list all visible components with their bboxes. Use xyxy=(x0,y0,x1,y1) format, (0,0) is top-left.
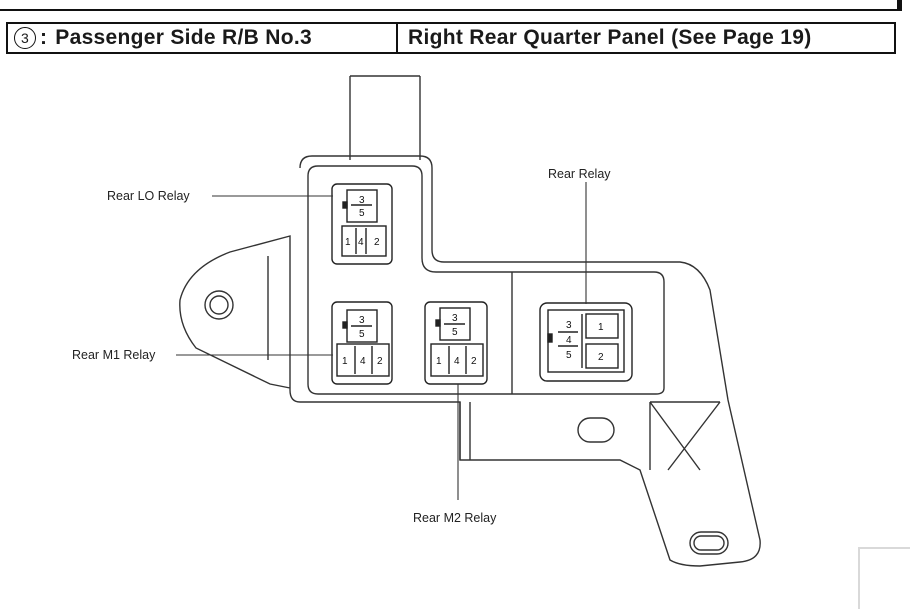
rear-lo-relay-label: Rear LO Relay xyxy=(107,189,190,203)
rear-m2-relay-socket xyxy=(424,301,488,385)
rear-m2-relay-label: Rear M2 Relay xyxy=(413,511,497,525)
rear-m1-relay-socket xyxy=(331,301,393,385)
top-rule xyxy=(0,9,897,11)
rear-relay-pin-3: 3 xyxy=(566,320,572,331)
leader-lines xyxy=(176,182,587,500)
relay-block-outline xyxy=(179,75,761,567)
adjacent-page-bleed xyxy=(858,547,910,609)
rear-m2-pin-4: 4 xyxy=(454,356,460,367)
rear-m1-pin-3: 3 xyxy=(359,315,365,326)
relay-block-location: Right Rear Quarter Panel (See Page 19) xyxy=(408,26,812,49)
rear-relay-socket xyxy=(539,302,633,382)
header-title-cell: 3 : Passenger Side R/B No.3 xyxy=(8,24,398,52)
rear-m2-pin-1: 1 xyxy=(436,356,442,367)
header-separator: : xyxy=(40,26,48,49)
rear-m1-pin-2: 2 xyxy=(377,356,383,367)
rear-m2-pin-5: 5 xyxy=(452,327,458,338)
rear-relay-label: Rear Relay xyxy=(548,167,611,181)
rear-m2-pin-3: 3 xyxy=(452,313,458,324)
rear-relay-pin-1: 1 xyxy=(598,322,604,333)
rear-relay-pin-5: 5 xyxy=(566,350,572,361)
rear-relay-pin-4: 4 xyxy=(566,335,572,346)
rear-m1-pin-4: 4 xyxy=(360,356,366,367)
section-header: 3 : Passenger Side R/B No.3 Right Rear Q… xyxy=(6,22,896,54)
rear-lo-pin-5: 5 xyxy=(359,208,365,219)
rear-lo-pin-3: 3 xyxy=(359,195,365,206)
rear-lo-pin-4: 4 xyxy=(358,237,364,248)
page-corner-mark xyxy=(897,0,902,11)
rear-lo-pin-2: 2 xyxy=(374,237,380,248)
rear-m1-relay-label: Rear M1 Relay xyxy=(72,348,156,362)
rear-m1-pin-1: 1 xyxy=(342,356,348,367)
rear-m2-pin-2: 2 xyxy=(471,356,477,367)
section-number-badge: 3 xyxy=(14,27,36,49)
rear-m1-pin-5: 5 xyxy=(359,329,365,340)
relay-block-title: Passenger Side R/B No.3 xyxy=(55,26,312,49)
rear-lo-pin-1: 1 xyxy=(345,237,351,248)
rear-relay-pin-2: 2 xyxy=(598,352,604,363)
rear-lo-relay-socket xyxy=(331,183,393,265)
